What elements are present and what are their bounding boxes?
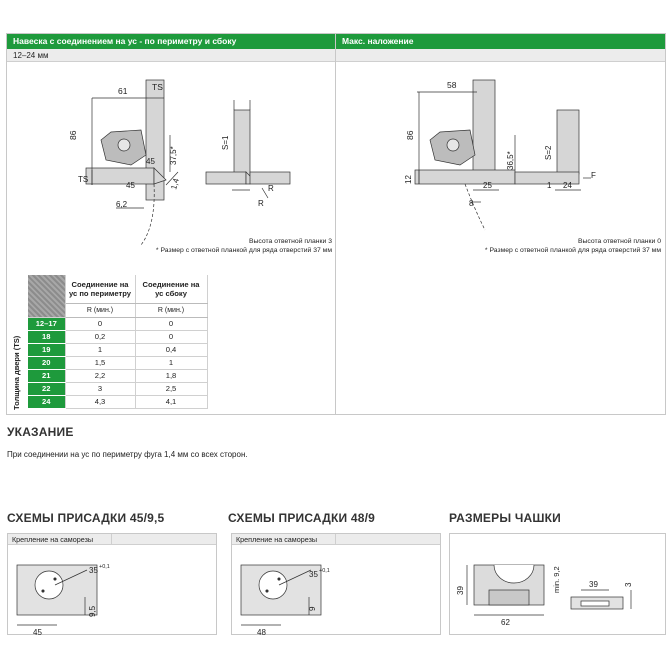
table-side-label: Толщина двери (TS) bbox=[12, 335, 21, 410]
panel-subheader bbox=[336, 49, 665, 62]
dim-36-5: 36,5* bbox=[506, 151, 515, 170]
col-side-unit: R (мин.) bbox=[135, 303, 208, 318]
drill-45-caption: Крепление на саморезы bbox=[8, 534, 216, 545]
panel-header: Макс. наложение bbox=[336, 34, 665, 49]
dim-f: F bbox=[591, 171, 596, 180]
cup-drawing: min. 9,2 39 62 39 3 bbox=[456, 564, 633, 627]
col-perimeter: Соединение на ус по периметру bbox=[65, 275, 136, 304]
dim-39-vertical: 39 bbox=[456, 586, 465, 595]
notice-title: УКАЗАНИЕ bbox=[7, 425, 74, 439]
dim-8: 8 bbox=[469, 199, 474, 208]
mitre-hinge-drawing: 61 TS 86 37,5* 45 45 TS 1,4 6,2 S=1 R R bbox=[68, 79, 291, 246]
dim-39-horizontal: 39 bbox=[589, 580, 598, 589]
dim-12: 12 bbox=[404, 175, 413, 184]
dim-62: 62 bbox=[501, 618, 510, 627]
dim-58: 58 bbox=[447, 80, 457, 90]
max-overlay-drawing: 58 86 36,5* 12 25 8 S=2 1 24 F bbox=[404, 79, 596, 231]
dim-3: 3 bbox=[624, 582, 633, 587]
dim-s2: S=2 bbox=[544, 145, 553, 160]
dim-s1: S=1 bbox=[221, 135, 230, 150]
note-plate-row: * Размер с ответной планкой для ряда отв… bbox=[484, 247, 661, 254]
dim-9: 9 bbox=[308, 606, 317, 611]
dim-61: 61 bbox=[118, 86, 128, 96]
dim-35-tol: +0,1 bbox=[99, 564, 110, 570]
drill-45-drawing: 35 +0,1 9,5 45 bbox=[16, 564, 110, 637]
notice-text: При соединении на ус по периметру фуга 1… bbox=[7, 450, 248, 459]
dim-45-b: 45 bbox=[126, 181, 135, 190]
dim-min-9-2: min. 9,2 bbox=[552, 566, 561, 593]
dim-1-4: 1,4 bbox=[169, 177, 181, 191]
dim-86: 86 bbox=[68, 130, 78, 140]
dim-86: 86 bbox=[405, 130, 415, 140]
dim-6-2: 6,2 bbox=[116, 200, 128, 209]
panel-header: Навеска с соединением на ус - по перимет… bbox=[7, 34, 335, 49]
dim-35: 35 bbox=[89, 566, 98, 575]
dim-35: 35 bbox=[309, 570, 318, 579]
note-plate-height: Высота ответной планки 0 bbox=[577, 238, 661, 245]
panel-max-overlay: Макс. наложение bbox=[335, 33, 666, 415]
dim-37-5: 37,5* bbox=[169, 146, 178, 165]
dim-1: 1 bbox=[547, 181, 552, 190]
note-plate-height: Высота ответной планки 3 bbox=[248, 238, 332, 245]
cup-title: РАЗМЕРЫ ЧАШКИ bbox=[449, 511, 561, 525]
table-corner bbox=[28, 275, 66, 318]
panel-subheader: 12–24 мм bbox=[7, 49, 335, 62]
dim-r1: R bbox=[268, 184, 274, 193]
dim-48: 48 bbox=[257, 628, 266, 637]
note-plate-row: * Размер с ответной планкой для ряда отв… bbox=[155, 247, 332, 254]
drill-48-caption: Крепление на саморезы bbox=[232, 534, 440, 545]
dim-45-a: 45 bbox=[146, 157, 155, 166]
dim-ts-left: TS bbox=[78, 175, 88, 184]
dim-r2: R bbox=[258, 199, 264, 208]
drill-48-title: СХЕМЫ ПРИСАДКИ 48/9 bbox=[228, 511, 376, 525]
col-perimeter-unit: R (мин.) bbox=[65, 303, 136, 318]
r-table: Соединение на ус по периметру Соединение… bbox=[28, 275, 208, 409]
dim-ts-top: TS bbox=[152, 82, 163, 92]
dim-24: 24 bbox=[563, 181, 572, 190]
dim-35-tol: +0,1 bbox=[319, 568, 330, 574]
drill-48-drawing: 35 +0,1 9 48 bbox=[240, 564, 330, 637]
dim-9-5: 9,5 bbox=[88, 605, 97, 617]
dim-25: 25 bbox=[483, 181, 492, 190]
drill-45-title: СХЕМЫ ПРИСАДКИ 45/9,5 bbox=[7, 511, 165, 525]
col-side: Соединение на ус сбоку bbox=[135, 275, 208, 304]
dim-45: 45 bbox=[33, 628, 42, 637]
